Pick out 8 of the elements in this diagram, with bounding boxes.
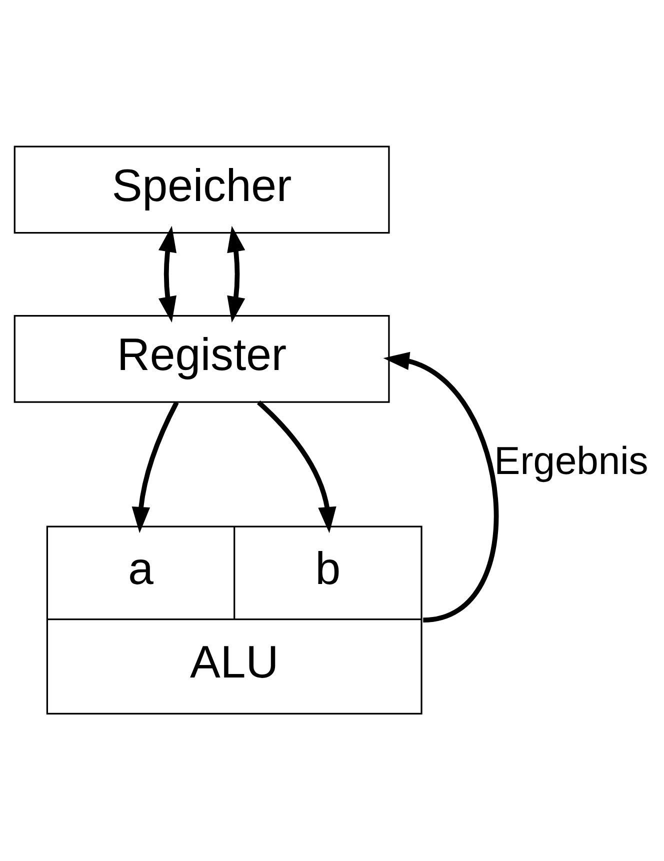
node-box: Register [14,314,390,403]
arrow [383,352,498,622]
arrow [256,400,336,534]
node-box: Speicher [14,146,390,234]
arrow [132,401,179,534]
arrow [158,226,176,323]
arrow [227,226,246,323]
edge-label: Ergebnis [494,440,648,483]
